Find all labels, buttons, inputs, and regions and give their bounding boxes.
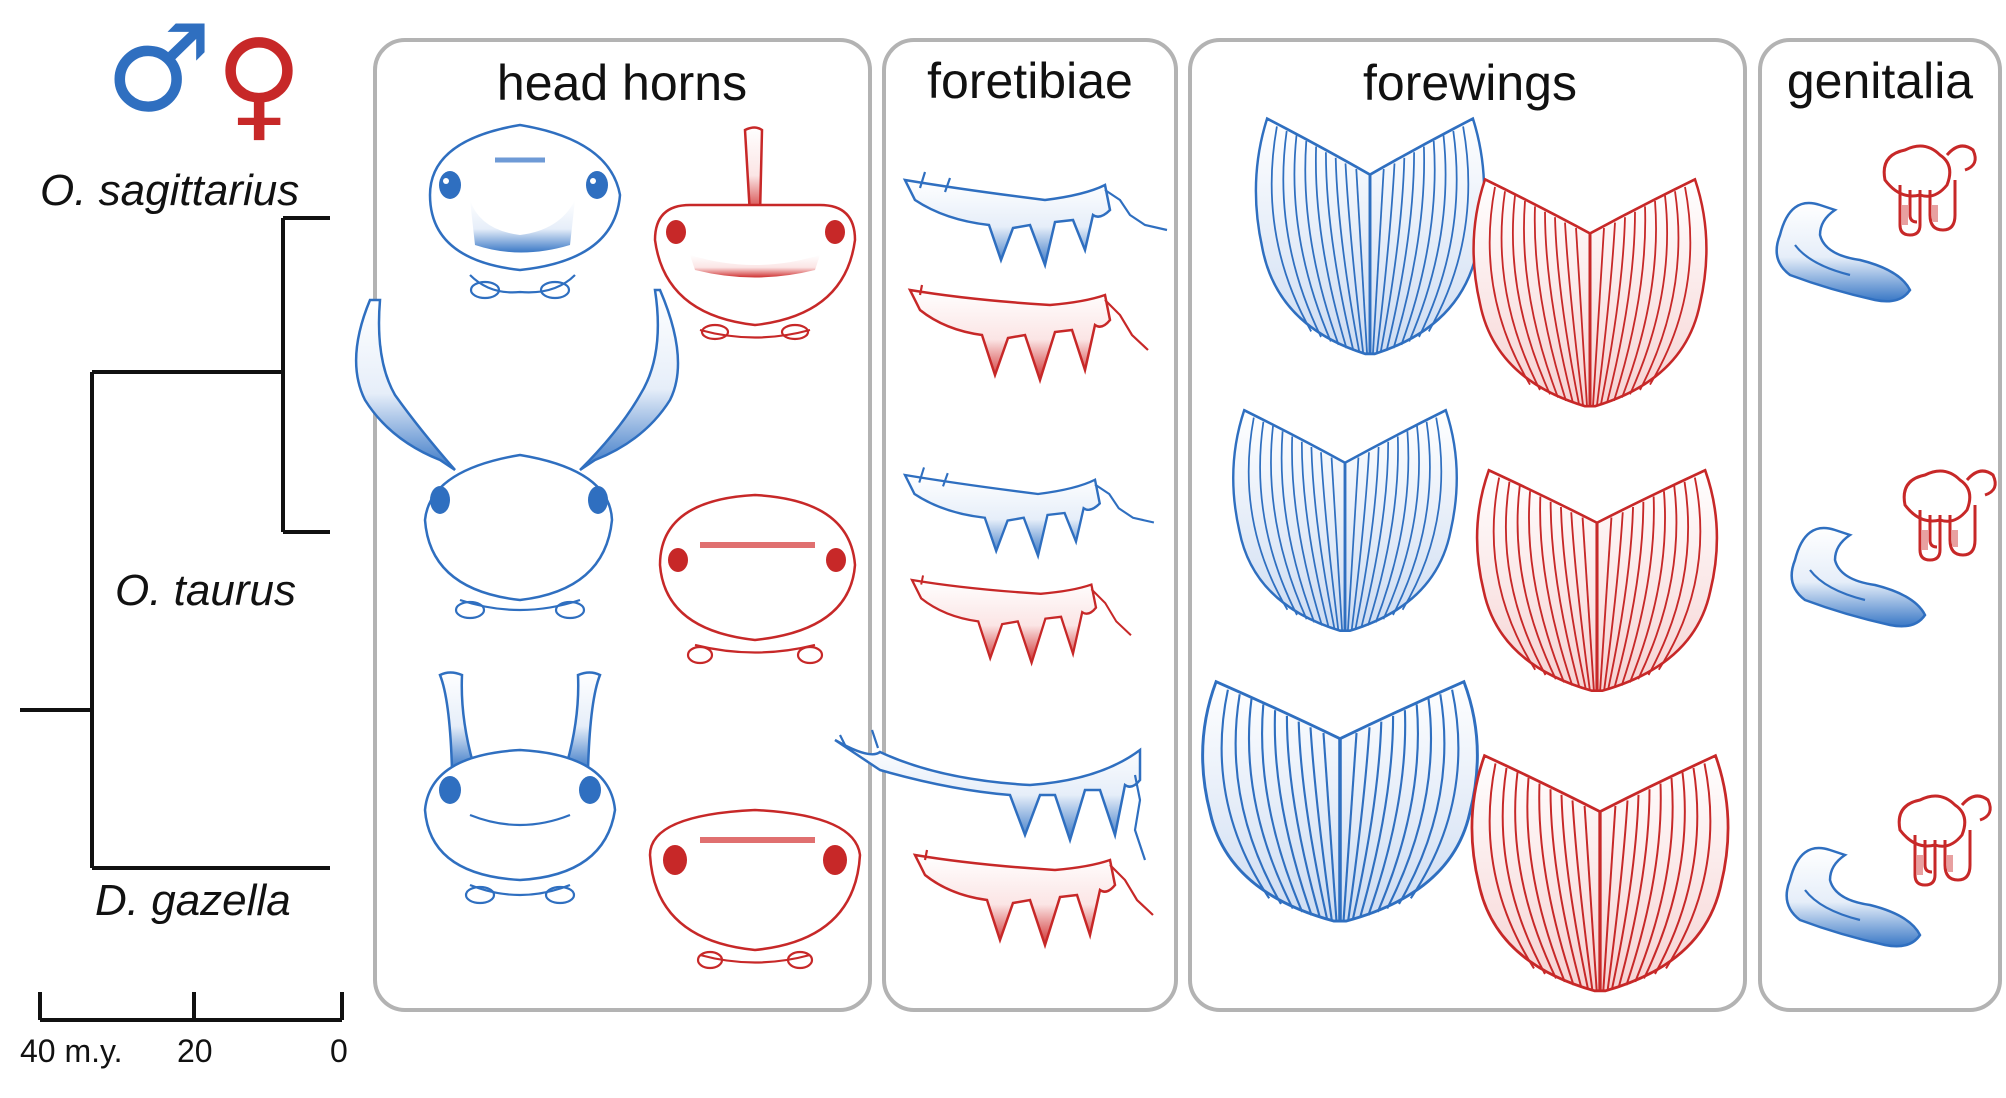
panel-title-genitalia: genitalia — [1787, 53, 1973, 109]
male-symbol-icon: ♂ — [105, 0, 213, 139]
time-scale-bar — [38, 992, 344, 1022]
species-label-d-gazella: D. gazella — [95, 876, 291, 925]
species-label-o-taurus: O. taurus — [115, 566, 296, 615]
female-symbol-icon: ♀ — [215, 15, 303, 154]
phylogenetic-tree — [20, 216, 330, 870]
scale-tick-label-40: 40 m.y. — [20, 1033, 123, 1069]
head-male-d-gazella — [423, 671, 617, 905]
head-female-d-gazella — [648, 808, 862, 970]
head-female-o-sagittarius — [653, 126, 857, 341]
panel-title-foretibiae: foretibiae — [927, 53, 1133, 109]
head-female-o-taurus — [658, 493, 857, 665]
scale-tick-label-20: 20 — [177, 1033, 213, 1069]
head-male-o-sagittarius — [428, 123, 622, 300]
head-male-o-taurus — [354, 288, 680, 620]
panel-title-head-horns: head horns — [497, 55, 747, 111]
tibia-male-d-gazella — [834, 729, 1147, 861]
panel-title-forewings: forewings — [1363, 55, 1577, 111]
scale-tick-label-0: 0 — [330, 1033, 348, 1069]
species-label-o-sagittarius: O. sagittarius — [40, 166, 299, 215]
